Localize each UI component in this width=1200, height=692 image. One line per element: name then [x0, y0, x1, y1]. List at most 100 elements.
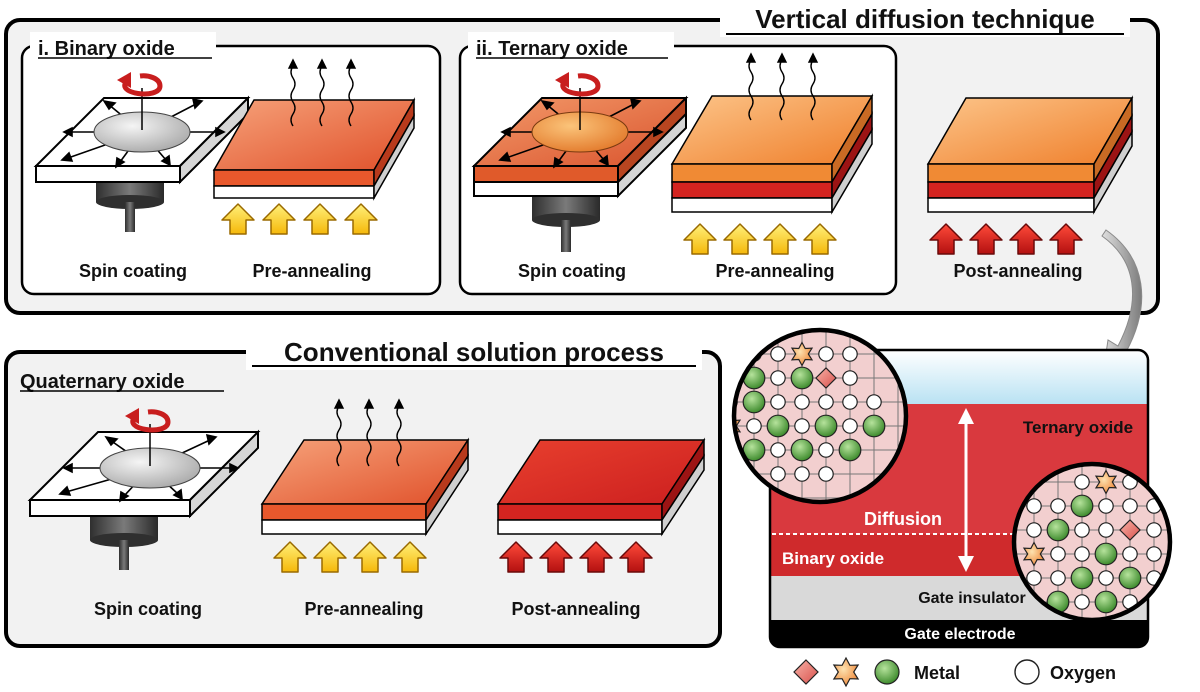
anneal-arrow-icon	[393, 541, 427, 573]
conventional-preanneal-film	[260, 437, 470, 537]
oxygen-atom-icon	[746, 418, 762, 434]
oxygen-atom-icon	[842, 394, 858, 410]
ternary-pre-label: Pre-annealing	[715, 261, 834, 281]
metal-atom-icon	[862, 414, 886, 438]
oxygen-atom-icon	[1122, 546, 1138, 562]
binary-oxide-label: Binary oxide	[782, 549, 884, 568]
conventional-postanneal-film	[496, 437, 706, 537]
oxygen-atom-icon	[770, 394, 786, 410]
star-atom-icon	[1022, 541, 1046, 567]
oxygen-atom-icon	[1098, 570, 1114, 586]
metal-atom-icon	[790, 438, 814, 462]
oxygen-atom-icon	[1122, 498, 1138, 514]
oxygen-atom-icon	[1050, 498, 1066, 514]
conventional-heat-wave-icon	[333, 398, 405, 467]
oxygen-atom-icon	[818, 346, 834, 362]
anneal-arrow-icon	[619, 541, 653, 573]
vertical-title: Vertical diffusion technique	[755, 4, 1095, 34]
oxygen-label: Oxygen	[1050, 663, 1116, 683]
diamond-metal-icon	[793, 659, 819, 685]
ternary-preanneal-film	[670, 93, 874, 215]
gate-insulator-label: Gate insulator	[918, 590, 1026, 607]
anneal-arrow-icon	[539, 541, 573, 573]
oxygen-atom-icon	[1026, 570, 1042, 586]
oxygen-atom-icon	[794, 394, 810, 410]
conventional-spin-coater-icon	[27, 408, 261, 570]
vertical-post-label: Post-annealing	[953, 261, 1082, 281]
anneal-arrow-icon	[344, 203, 378, 235]
binary-anneal-arrow-icon	[221, 203, 378, 235]
oxygen-atom-icon	[770, 370, 786, 386]
metal-atom-icon	[1094, 542, 1118, 566]
metal-atom-icon	[1046, 518, 1070, 542]
oxygen-atom-icon	[770, 346, 786, 362]
oxygen-atom-icon	[1026, 522, 1042, 538]
oxygen-atom-icon	[1026, 498, 1042, 514]
binary-pre-label: Pre-annealing	[252, 261, 371, 281]
conventional-pre-label: Pre-annealing	[304, 599, 423, 619]
ternary-heat-wave-icon	[745, 52, 819, 121]
ternary-title: ii. Ternary oxide	[476, 38, 628, 60]
metal-label: Metal	[914, 663, 960, 683]
lattice-zoom-top	[731, 327, 909, 505]
oxygen-atom-icon	[770, 466, 786, 482]
anneal-arrow-icon	[763, 223, 797, 255]
oxygen-atom-icon	[1074, 522, 1090, 538]
anneal-arrow-icon	[803, 223, 837, 255]
anneal-arrow-icon	[273, 541, 307, 573]
lattice-zoom-bottom	[1011, 461, 1173, 623]
conventional-subtitle: Quaternary oxide	[20, 371, 185, 393]
oxygen-atom-icon	[818, 394, 834, 410]
conventional-post-anneal-arrow-icon	[499, 541, 653, 573]
anneal-arrow-icon	[303, 203, 337, 235]
metal-atom-icon	[790, 366, 814, 390]
star-atom-icon	[734, 413, 742, 439]
conventional-spin-label: Spin coating	[94, 599, 202, 619]
oxygen-atom-icon	[818, 466, 834, 482]
metal-atom-icon	[1094, 590, 1118, 614]
metal-atom-icon	[814, 414, 838, 438]
oxygen-atom-icon	[1098, 498, 1114, 514]
anneal-arrow-icon	[723, 223, 757, 255]
vertical-postanneal-film	[926, 95, 1134, 215]
oxygen-atom-icon	[1050, 546, 1066, 562]
binary-heat-wave-icon	[287, 58, 357, 127]
binary-preanneal-film	[212, 97, 416, 201]
anneal-arrow-icon	[969, 223, 1003, 255]
oxygen-atom-icon	[1146, 546, 1162, 562]
conventional-post-label: Post-annealing	[511, 599, 640, 619]
ternary-oxide-label: Ternary oxide	[1023, 418, 1133, 437]
star-atom-icon	[1094, 469, 1118, 495]
diamond-atom-icon	[815, 367, 837, 389]
oxygen-atom-icon	[1014, 659, 1040, 685]
star-atom-icon	[832, 656, 860, 688]
metal-atom-icon	[742, 390, 766, 414]
conventional-anneal-arrow-icon	[273, 541, 427, 573]
vertical-post-anneal-arrow-icon	[929, 223, 1083, 255]
oxygen-atom-icon	[734, 370, 738, 386]
ternary-anneal-arrow-icon	[683, 223, 837, 255]
conventional-title: Conventional solution process	[284, 337, 664, 367]
anneal-arrow-icon	[1049, 223, 1083, 255]
metal-atom-icon	[1070, 566, 1094, 590]
anneal-arrow-icon	[499, 541, 533, 573]
legend: Metal Oxygen	[793, 656, 1116, 688]
anneal-arrow-icon	[221, 203, 255, 235]
anneal-arrow-icon	[353, 541, 387, 573]
oxygen-atom-icon	[1074, 546, 1090, 562]
oxygen-atom-icon	[794, 466, 810, 482]
oxygen-atom-icon	[842, 346, 858, 362]
metal-atom-icon	[874, 659, 900, 685]
oxygen-atom-icon	[1146, 522, 1162, 538]
ternary-spin-label: Spin coating	[518, 261, 626, 281]
metal-atom-icon	[1118, 566, 1142, 590]
metal-atom-icon	[838, 438, 862, 462]
metal-atom-icon	[1070, 494, 1094, 518]
ternary-spin-coater-icon	[471, 72, 689, 252]
anneal-arrow-icon	[683, 223, 717, 255]
gate-electrode-label: Gate electrode	[904, 626, 1015, 643]
anneal-arrow-icon	[929, 223, 963, 255]
oxygen-atom-icon	[1074, 594, 1090, 610]
oxygen-atom-icon	[818, 442, 834, 458]
